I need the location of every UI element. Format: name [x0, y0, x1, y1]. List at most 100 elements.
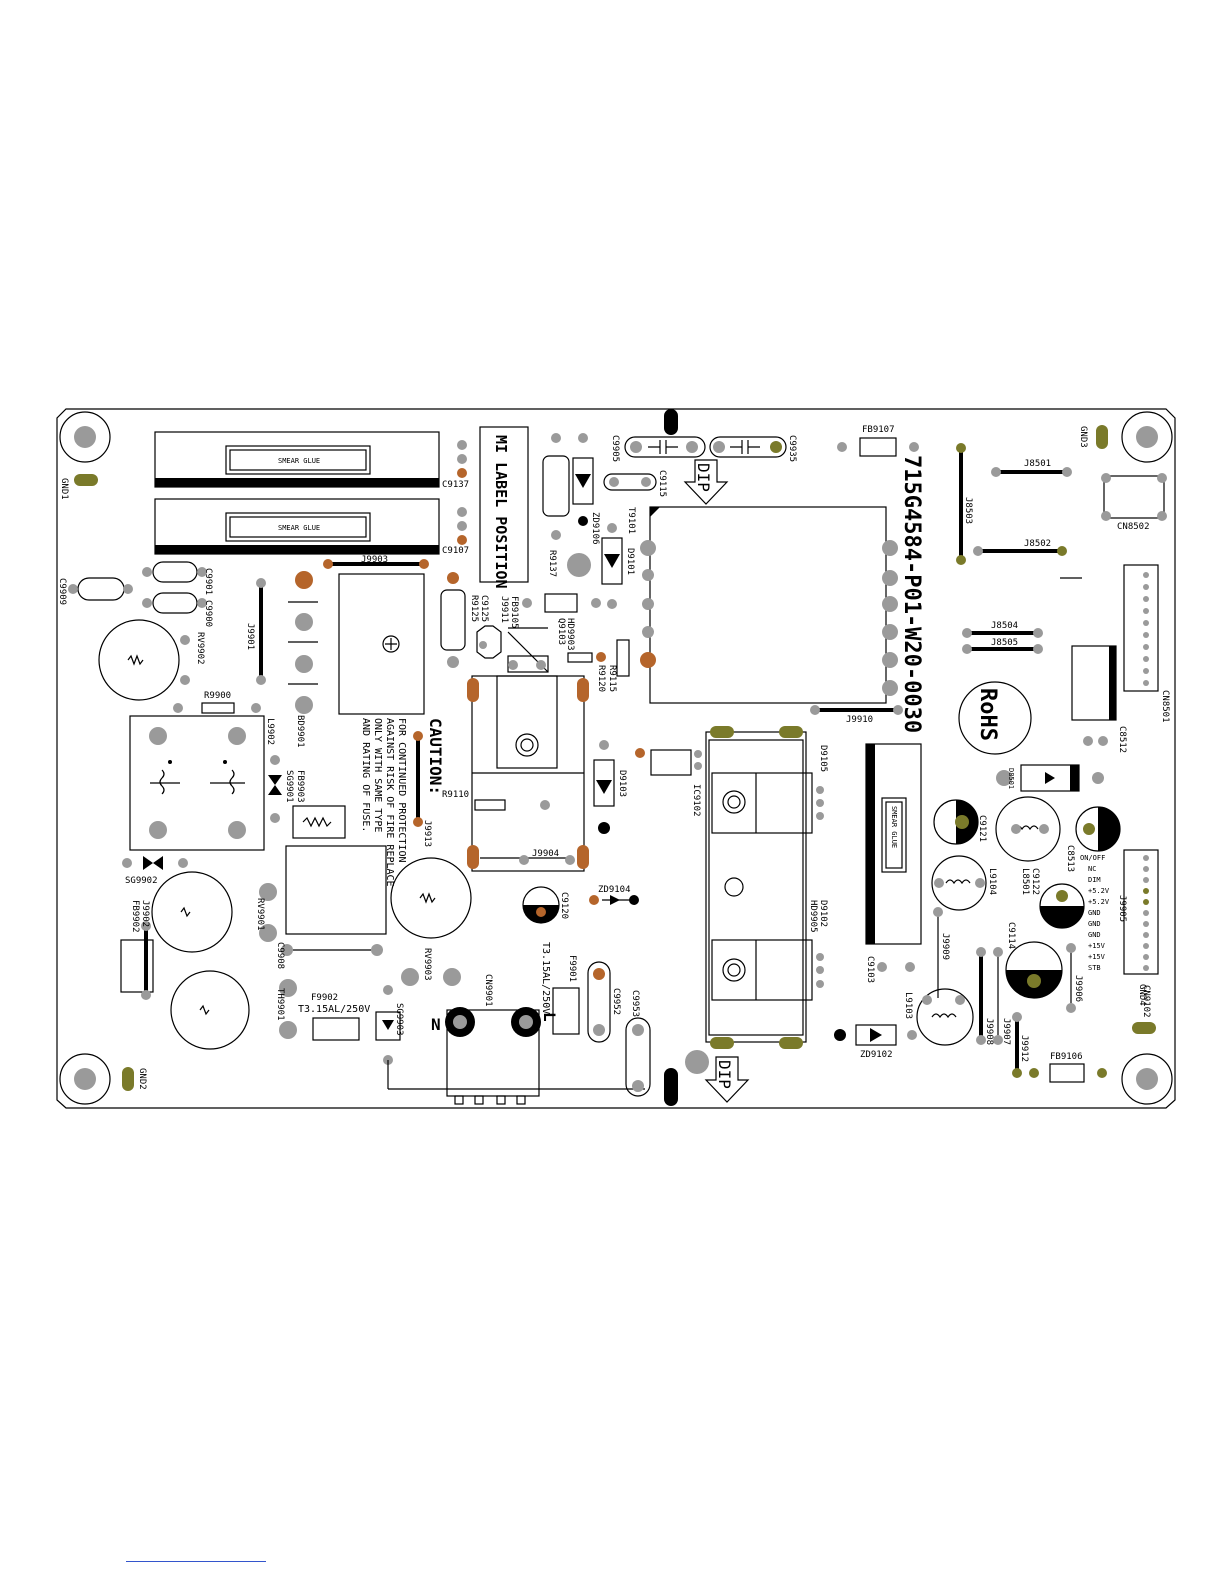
ref-c9901: C9901 [203, 568, 213, 595]
fuse-f9902-rating: T3.15AL/250V [298, 1004, 370, 1015]
ref-j9904: J9904 [532, 849, 559, 859]
capacitor-c9107: SMEAR GLUE [154, 498, 440, 555]
ref-c9122: C9122 [1030, 868, 1040, 895]
ref-zd9104: ZD9104 [598, 885, 631, 895]
ref-d9101: D9101 [625, 548, 635, 575]
ref-fb9902: FB9902 [130, 900, 140, 933]
ref-l9104: L9104 [987, 868, 997, 895]
capacitor-c9115 [603, 473, 657, 491]
svg-text:FOR CONTINUED PROTECTION: FOR CONTINUED PROTECTION [396, 718, 407, 863]
ref-cn9901: CN9901 [483, 974, 493, 1007]
ref-zd9102: ZD9102 [860, 1050, 893, 1060]
ref-c9137: C9137 [442, 480, 469, 490]
ref-j9902: J9902 [140, 900, 150, 927]
ref-fb9903: FB9903 [295, 770, 305, 803]
mounting-hole-bottom-left [59, 1053, 111, 1105]
ref-j9912: J9912 [1019, 1035, 1029, 1062]
ref-c9114: C9114 [1006, 922, 1016, 949]
dip-arrow-top: DIP [683, 459, 729, 505]
ref-j9908: J9908 [984, 1018, 994, 1045]
capacitor-c9137: SMEAR GLUE [154, 431, 440, 488]
ref-l9103: L9103 [903, 992, 913, 1019]
svg-text:GND: GND [1088, 931, 1101, 939]
svg-text:DIM: DIM [1088, 876, 1101, 884]
ref-j9911: J9911 [499, 596, 509, 623]
svg-text:AGAINST RISK OF FIRE REPLACE: AGAINST RISK OF FIRE REPLACE [384, 718, 395, 887]
ref-hd9905: HD9905 [808, 900, 818, 933]
ref-d9103: D9103 [617, 770, 627, 797]
ref-c8513: C8513 [1065, 845, 1075, 872]
ref-d8501: D8501 [1007, 768, 1015, 789]
ref-hd9903: HD9903 [565, 618, 575, 651]
ref-c9900: C9900 [203, 600, 213, 627]
svg-text:GND: GND [1088, 909, 1101, 917]
ref-cn8502: CN8502 [1117, 522, 1150, 532]
ref-r9900: R9900 [204, 691, 231, 701]
ref-d9105: D9105 [818, 745, 828, 772]
ref-fb9105: FB9105 [509, 596, 519, 629]
ref-q9103: Q9103 [556, 618, 566, 645]
ref-j9909: J9909 [940, 933, 950, 960]
ref-j9905: J9905 [1117, 895, 1127, 922]
footer-rule [126, 1561, 266, 1562]
ref-r9120: R9120 [596, 665, 606, 692]
svg-text:DIP: DIP [694, 463, 713, 492]
ref-gnd1: GND1 [59, 478, 69, 500]
ref-c9115: C9115 [657, 470, 667, 497]
mosfet-heatsink [467, 660, 589, 872]
svg-text:STB: STB [1088, 964, 1101, 972]
svg-text:+5.2V: +5.2V [1088, 898, 1110, 906]
transformer-t9101 [640, 506, 898, 704]
svg-text:ON/OFF: ON/OFF [1080, 854, 1105, 862]
ref-cn8501: CN8501 [1160, 690, 1170, 723]
capacitor-c9905 [624, 436, 706, 458]
smear-glue-label: SMEAR GLUE [278, 524, 320, 532]
ref-j9901: J9901 [245, 623, 255, 650]
ref-c9120: C9120 [559, 892, 569, 919]
ref-c9952: C9952 [611, 988, 621, 1015]
resistor-r9137 [542, 433, 570, 540]
ref-j8505: J8505 [991, 638, 1018, 648]
ref-c9953: C9953 [630, 990, 640, 1017]
ref-r9137: R9137 [547, 550, 557, 577]
ref-rv9902: RV9902 [195, 632, 205, 665]
mains-l: L [540, 1012, 559, 1022]
ref-j8501: J8501 [1024, 459, 1051, 469]
svg-text:+5.2V: +5.2V [1088, 887, 1110, 895]
ref-j9910: J9910 [846, 715, 873, 725]
mi-label-text: MI LABEL POSITION [492, 435, 510, 589]
ref-c9107: C9107 [442, 546, 469, 556]
ref-j9913: J9913 [422, 820, 432, 847]
gnd1-pad [74, 474, 98, 486]
ref-r9115: R9115 [607, 665, 617, 692]
choke-l9902 [129, 715, 265, 851]
capacitor-c9103: SMEAR GLUE [865, 743, 922, 945]
ref-th9901: TH9901 [275, 988, 285, 1021]
mounting-hole-top-right [1121, 411, 1173, 463]
svg-text:AND RATING OF FUSE.: AND RATING OF FUSE. [360, 718, 371, 832]
ref-l9902: L9902 [265, 718, 275, 745]
ref-bd9901: BD9901 [295, 715, 305, 748]
ref-j8504: J8504 [991, 621, 1018, 631]
mains-n: N [431, 1015, 441, 1034]
svg-text:ONLY WITH SAME TYPE: ONLY WITH SAME TYPE [372, 718, 383, 832]
board-outline [56, 408, 1176, 1109]
ref-c9121: C9121 [977, 815, 987, 842]
bridge-rectifier-bd9901 [288, 571, 425, 715]
ref-gnd4: GND4 [1137, 984, 1147, 1006]
ref-c9935: C9935 [787, 435, 797, 462]
ref-j9906: J9906 [1073, 975, 1083, 1002]
ref-c9103: C9103 [865, 956, 875, 983]
svg-text:RoHS: RoHS [975, 688, 1000, 741]
caution-block: CAUTION: FOR CONTINUED PROTECTION AGAINS… [360, 718, 445, 887]
gnd3-pad [1096, 425, 1108, 449]
ref-t9101: T9101 [626, 507, 636, 534]
gnd2-pad [122, 1067, 134, 1091]
svg-text:DIP: DIP [715, 1060, 734, 1089]
svg-text:GND: GND [1088, 920, 1101, 928]
rohs-mark: RoHS [958, 681, 1032, 755]
ref-fb9107: FB9107 [862, 425, 895, 435]
svg-text:+15V: +15V [1088, 953, 1106, 961]
svg-text:NC: NC [1088, 865, 1096, 873]
ref-l8501: L8501 [1020, 868, 1030, 895]
